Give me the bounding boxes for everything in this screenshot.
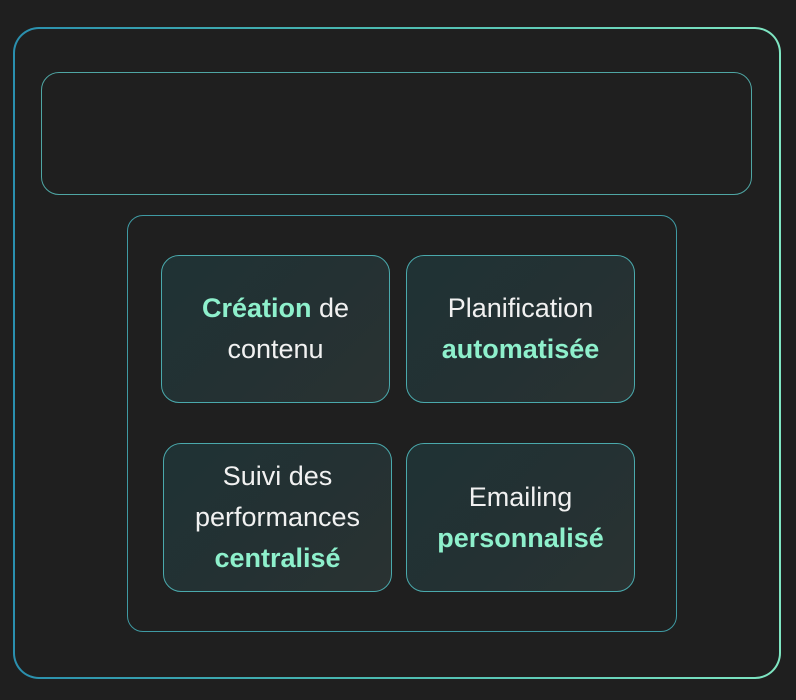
feature-card-label: Création de contenu [202,288,349,370]
feature-card-label: Suivi des performances centralisé [195,456,360,579]
feature-card-label: Planification automatisée [442,288,600,370]
top-bar [41,72,752,195]
feature-card-content-creation[interactable]: Création de contenu [161,255,390,403]
feature-text: Planification [447,293,594,323]
feature-text: Suivi des [222,461,333,491]
feature-card-performance-tracking[interactable]: Suivi des performances centralisé [163,443,392,592]
feature-card-emailing[interactable]: Emailing personnalisé [406,443,635,592]
feature-card-label: Emailing personnalisé [437,477,604,559]
feature-card-scheduling[interactable]: Planification automatisée [406,255,635,403]
feature-highlight: Création [201,293,312,323]
feature-text: performances [194,502,361,532]
feature-highlight: automatisée [441,334,600,364]
feature-text: de [311,293,350,323]
feature-text: contenu [227,334,324,364]
feature-highlight: personnalisé [437,522,604,553]
feature-highlight: centralisé [214,543,341,573]
feature-text: Emailing [468,481,573,512]
